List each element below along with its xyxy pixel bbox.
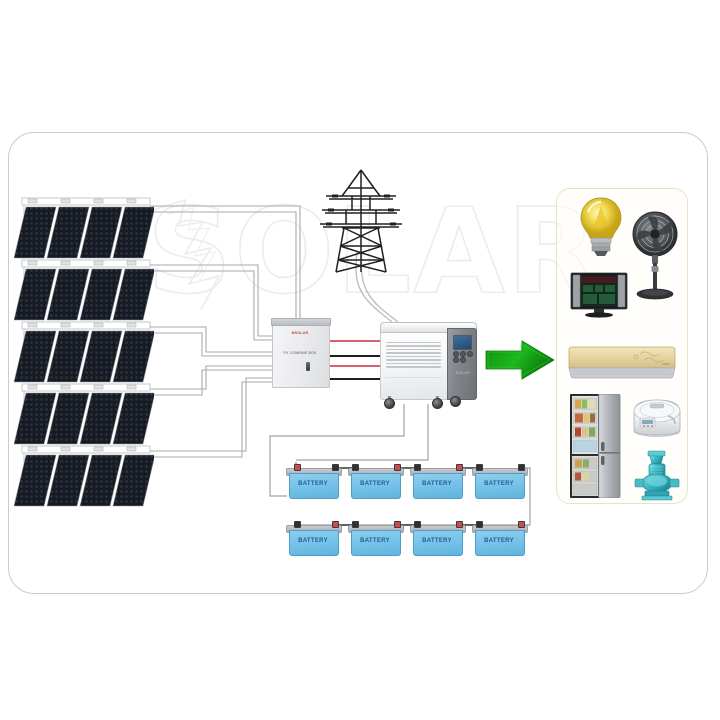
battery-r2-c3: BATTERY [410, 520, 466, 556]
pedestal-fan-icon [630, 210, 680, 302]
transmission-tower-icon [312, 166, 410, 278]
solar-array-2 [14, 258, 154, 324]
caster-wheel-front-left [384, 398, 395, 409]
panel-seam [385, 377, 442, 378]
inverter-buttons[interactable] [453, 351, 473, 363]
battery-r2-c2: BATTERY [348, 520, 404, 556]
solar-inverter-cabinet[interactable]: SOLAR [380, 322, 477, 409]
solar-array-3 [14, 320, 154, 386]
inverter-top [380, 322, 477, 333]
inverter-body [380, 328, 450, 400]
rice-cooker-icon [632, 396, 682, 438]
pv-combiner-box[interactable]: MSOLAR PV COMBINE BOX [271, 318, 331, 388]
battery-label: BATTERY [360, 538, 390, 544]
caster-wheel-rear-right [450, 396, 461, 407]
combiner-top-cap [271, 318, 331, 326]
caster-wheel-front-right [432, 398, 443, 409]
battery-label: BATTERY [422, 481, 452, 487]
combiner-brand: MSOLAR [291, 331, 309, 335]
ventilation-grille-icon [386, 342, 441, 368]
battery-label: BATTERY [298, 481, 328, 487]
battery-r2-c1: BATTERY [286, 520, 342, 556]
battery-label: BATTERY [484, 481, 514, 487]
combiner-switch-icon[interactable] [306, 362, 310, 371]
refrigerator-icon [570, 394, 622, 498]
battery-r2-c4: BATTERY [472, 520, 528, 556]
battery-r1-c4: BATTERY [472, 463, 528, 499]
battery-label: BATTERY [484, 538, 514, 544]
battery-label: BATTERY [298, 538, 328, 544]
power-flow-arrow [484, 338, 556, 382]
battery-r1-c3: BATTERY [410, 463, 466, 499]
combiner-body [272, 323, 330, 388]
television-icon [570, 272, 628, 318]
battery-r1-c2: BATTERY [348, 463, 404, 499]
light-bulb-icon [578, 196, 624, 258]
battery-label: BATTERY [360, 481, 390, 487]
solar-array-5 [14, 444, 154, 510]
combiner-label: PV COMBINE BOX [283, 351, 317, 355]
inverter-control-panel[interactable]: SOLAR [447, 328, 477, 400]
battery-label: BATTERY [422, 538, 452, 544]
water-pump-icon [634, 450, 680, 502]
inverter-lcd-display [453, 335, 472, 350]
air-conditioner-icon [566, 346, 678, 382]
inverter-logo: SOLAR [455, 371, 471, 375]
solar-array-4 [14, 382, 154, 448]
solar-array-1 [14, 196, 154, 262]
battery-r1-c1: BATTERY [286, 463, 342, 499]
